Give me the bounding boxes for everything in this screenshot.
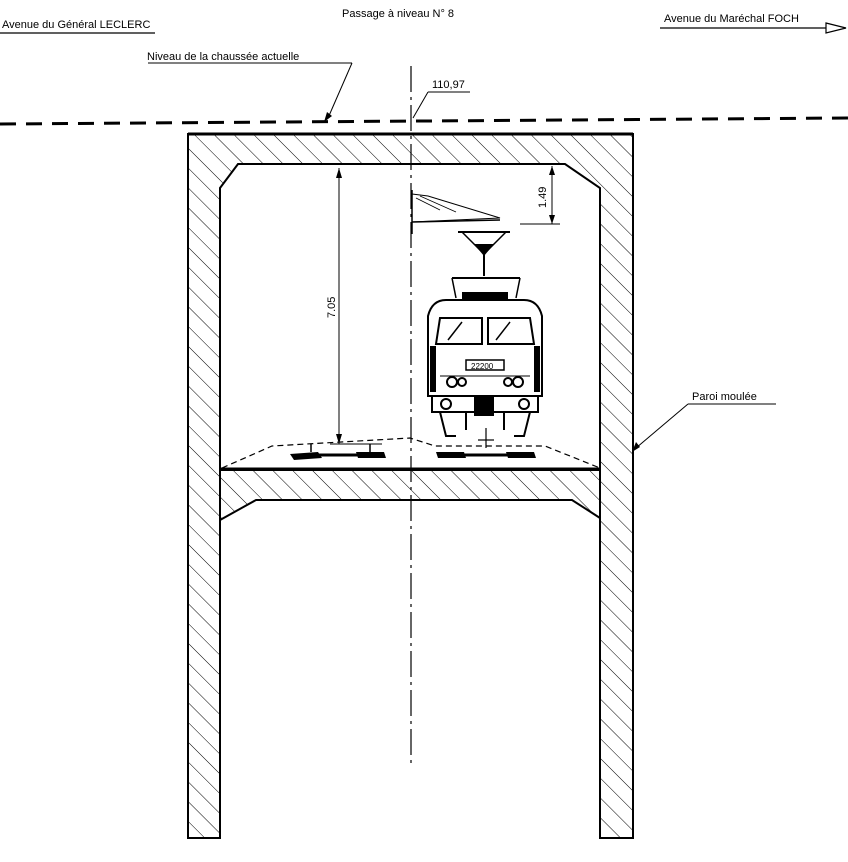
- road-level-dashed-line: [0, 116, 848, 126]
- bracket-hatch-1: [415, 197, 441, 211]
- right-headlight-icon: [512, 376, 524, 388]
- clearance-height-value: 7.05: [326, 297, 338, 318]
- right-street-label-group: Avenue du Maréchal FOCH: [660, 13, 847, 34]
- right-track-rail-right: [506, 452, 536, 458]
- clearance-arrow-top-icon: [336, 168, 342, 178]
- right-windshield: [487, 317, 536, 345]
- bogie-frames: [439, 411, 531, 437]
- contact-wire: [411, 219, 501, 223]
- track-slab: [219, 469, 601, 522]
- locomotive-number: 22200: [471, 362, 494, 371]
- left-headlight-icon: [446, 376, 458, 388]
- left-buffer-icon: [440, 398, 452, 410]
- road-level-label: Niveau de la chaussée actuelle: [147, 51, 299, 63]
- elevation-annotation: 110,97: [412, 79, 470, 119]
- bogie-dampers: [465, 412, 505, 430]
- pantograph-legs: [451, 277, 521, 299]
- catenary-support: [411, 190, 501, 234]
- right-arrow-icon: [825, 22, 847, 34]
- right-street-label: Avenue du Maréchal FOCH: [664, 13, 799, 25]
- right-wiper: [495, 321, 511, 341]
- left-street-label-group: Avenue du Général LECLERC: [0, 19, 155, 34]
- right-cab-pillar: [534, 346, 540, 392]
- ballast-profile: [221, 437, 601, 469]
- elevation-leader: [412, 91, 429, 119]
- road-level-arrow-icon: [324, 112, 332, 122]
- right-marker-light-icon: [503, 377, 513, 387]
- road-level-annotation: Niveau de la chaussée actuelle: [147, 51, 353, 122]
- locomotive-cab-body: [427, 299, 543, 397]
- concrete-structure: [187, 132, 634, 839]
- wire-arrow-top-icon: [549, 166, 555, 175]
- roof-equipment: [462, 292, 508, 302]
- locomotive-number-plate: [465, 359, 505, 371]
- wall-annotation: Paroi moulée: [632, 391, 776, 452]
- right-track-rail-left: [436, 452, 466, 458]
- wall-arrow-icon: [632, 442, 640, 452]
- left-windshield: [434, 317, 483, 345]
- road-level-leader: [327, 62, 353, 119]
- wall-leader: [635, 403, 689, 449]
- drawing-title: Passage à niveau N° 8: [342, 8, 454, 20]
- clearance-dimension: 7.05: [326, 168, 382, 445]
- wall-label: Paroi moulée: [692, 391, 757, 403]
- left-wiper: [447, 321, 463, 341]
- left-marker-light-icon: [457, 377, 467, 387]
- clearance-arrow-bottom-icon: [336, 434, 342, 444]
- road-elevation-value: 110,97: [432, 79, 465, 91]
- ballast-dashed-outline: [221, 437, 601, 469]
- wire-dimension: 1.49: [520, 166, 560, 225]
- coupler: [474, 396, 494, 416]
- ceiling-to-wire-value: 1.49: [537, 187, 549, 208]
- left-street-label: Avenue du Général LECLERC: [2, 19, 150, 31]
- right-buffer-icon: [518, 398, 530, 410]
- catenary-bracket: [411, 193, 501, 223]
- locomotive: 22200: [427, 231, 543, 448]
- left-cab-pillar: [430, 346, 436, 392]
- pantograph-body-icon: [474, 244, 494, 256]
- left-track-rail-right: [356, 452, 386, 458]
- left-track-rail-left: [290, 452, 322, 460]
- wire-arrow-bottom-icon: [549, 215, 555, 224]
- bracket-hatch-2: [419, 195, 457, 213]
